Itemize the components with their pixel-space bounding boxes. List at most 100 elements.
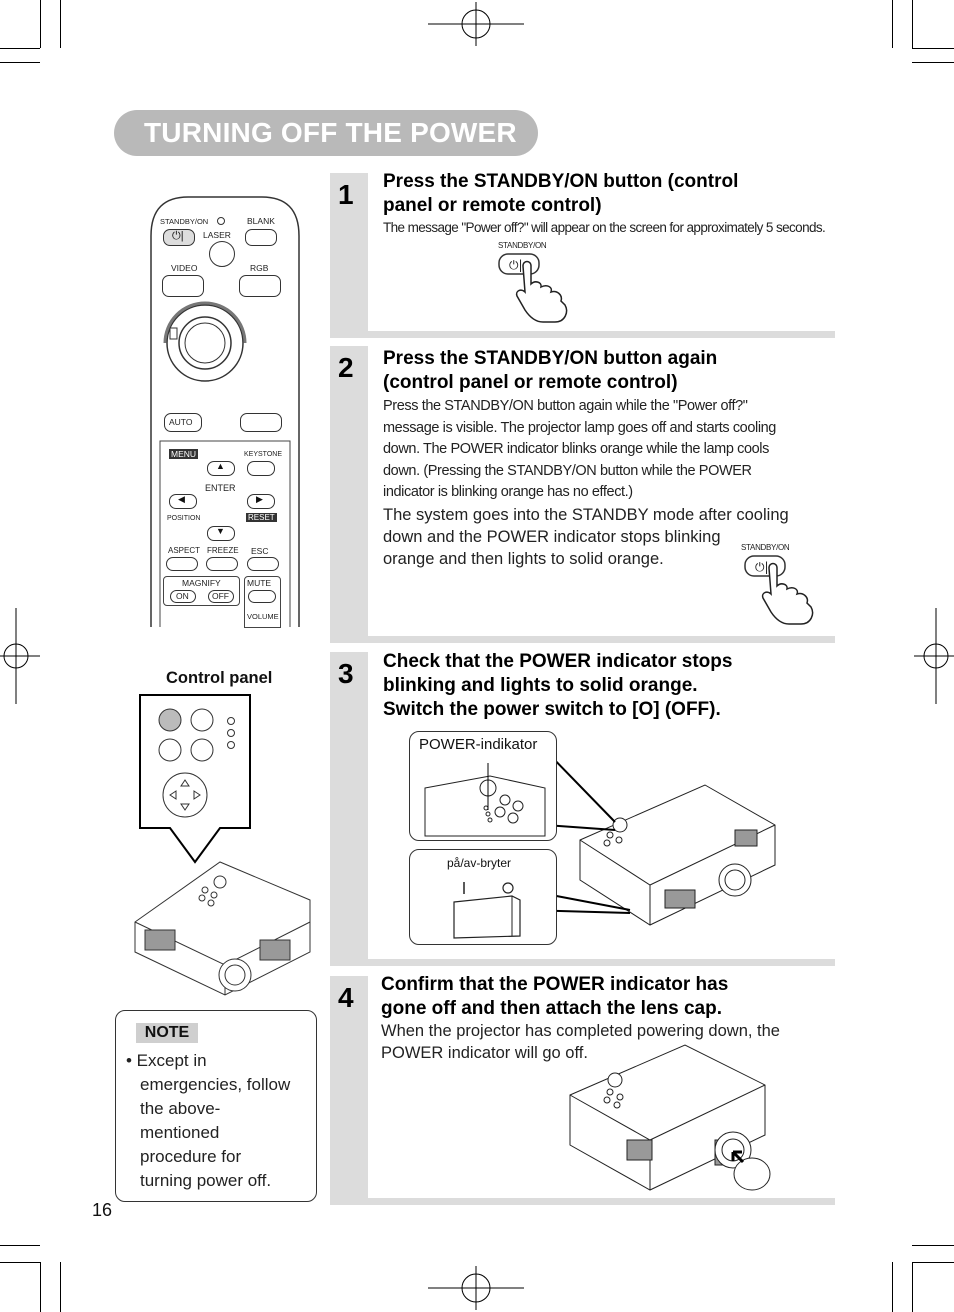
heading-line: Press the STANDBY/ON button (control: [383, 171, 739, 192]
svg-text:⏻|: ⏻|: [509, 258, 523, 272]
left-arrow-icon: ◀: [178, 494, 185, 504]
remote-on-label: ON: [176, 591, 189, 601]
heading-line: Switch the power switch to [O] (OFF).: [383, 699, 721, 720]
step-3-illustration: [524, 749, 776, 926]
body-line: down. (Pressing the STANDBY/ON button wh…: [383, 462, 752, 479]
remote-blank-button[interactable]: [245, 229, 277, 246]
step-2-heading: Press the STANDBY/ON button again (contr…: [383, 347, 717, 395]
remote-position-label: POSITION: [167, 515, 201, 522]
remote-up-button[interactable]: ▲: [207, 461, 235, 476]
power-indicator-label: POWER-indikator: [419, 736, 538, 753]
body-line: Press the STANDBY/ON button again while …: [383, 398, 748, 414]
title-banner: TURNING OFF THE POWER: [114, 110, 538, 156]
remote-freeze-button[interactable]: [206, 557, 238, 571]
remote-left-button[interactable]: ◀: [169, 494, 197, 509]
heading-line: Confirm that the POWER indicator has: [381, 974, 729, 995]
remote-magnify-on-button[interactable]: ON: [170, 590, 196, 603]
laser-indicator-icon: [217, 217, 225, 225]
note-line: turning power off.: [140, 1171, 272, 1190]
remote-magnify-label: MAGNIFY: [182, 578, 221, 588]
remote-auto-label: AUTO: [169, 417, 193, 427]
note-tag: NOTE: [136, 1023, 198, 1043]
remote-video-button[interactable]: [162, 275, 204, 297]
step-4-body: When the projector has completed powerin…: [381, 1020, 831, 1064]
remote-standby-button[interactable]: ⏻|: [163, 229, 195, 246]
remote-reset-label: RESET: [246, 513, 277, 522]
control-panel-label: Control panel: [166, 669, 273, 687]
page-number: 16: [92, 1200, 113, 1220]
power-indicator-callout: POWER-indikator: [409, 731, 557, 841]
remote-rgb-label: RGB: [250, 263, 269, 273]
note-text: • Except in emergencies, follow the abov…: [126, 1049, 311, 1193]
hand-pressing-standby-icon: ⏻|: [498, 253, 568, 323]
body-line: indicator is blinking orange has no effe…: [383, 484, 633, 500]
step-number: 2: [338, 352, 354, 383]
step-1: 1: [330, 173, 835, 338]
heading-line: (control panel or remote control): [383, 372, 678, 393]
remote-esc-label: ESC: [251, 546, 269, 556]
remote-right-button[interactable]: ▶: [247, 494, 275, 509]
step-2-button-label: STANDBY/ON: [741, 543, 790, 552]
power-icon: ⏻|: [172, 230, 184, 242]
step-1-body: The message "Power off?" will appear on …: [383, 220, 826, 235]
remote-magnify-group: [163, 576, 240, 606]
remote-rgb-button[interactable]: [239, 275, 281, 297]
note-line: mentioned: [140, 1123, 220, 1142]
heading-line: panel or remote control): [383, 195, 602, 216]
heading-line: Press the STANDBY/ON button again: [383, 348, 718, 369]
remote-auto-button[interactable]: AUTO: [164, 413, 202, 432]
remote-volume-label: VOLUME: [247, 612, 279, 621]
control-panel-illustration: [134, 694, 311, 996]
step-number: 3: [338, 658, 354, 689]
remote-mouse-button[interactable]: [240, 413, 282, 432]
power-switch-callout: på/av-bryter: [409, 849, 557, 945]
remote-keystone-label: KEYSTONE: [244, 451, 282, 458]
body-line: When the projector has completed powerin…: [381, 1022, 780, 1040]
step-number: 1: [338, 179, 354, 210]
power-indicator-detail: [424, 763, 546, 837]
power-switch-label: på/av-bryter: [447, 856, 512, 870]
hand-pressing-standby-icon: ⏻|: [744, 555, 814, 625]
projector-with-lens-cap-illustration: [569, 1044, 771, 1191]
step-3-heading: Check that the POWER indicator stops bli…: [383, 650, 732, 722]
step-4-heading: Confirm that the POWER indicator has gon…: [381, 973, 728, 1021]
remote-blank-label: BLANK: [247, 216, 275, 226]
remote-video-label: VIDEO: [171, 263, 198, 273]
svg-text:⏻|: ⏻|: [755, 560, 769, 574]
remote-off-label: OFF: [212, 591, 229, 601]
heading-line: gone off and then attach the lens cap.: [381, 998, 722, 1019]
remote-keystone-button[interactable]: [247, 461, 275, 476]
note-line: • Except in: [126, 1051, 207, 1070]
remote-freeze-label: FREEZE: [207, 546, 239, 555]
body-line: down. The POWER indicator blinks orange …: [383, 441, 769, 457]
body-line: The system goes into the STANDBY mode af…: [383, 506, 789, 524]
remote-menu-label: MENU: [169, 449, 199, 459]
remote-mute-label: MUTE: [247, 578, 272, 588]
remote-magnify-off-button[interactable]: OFF: [208, 590, 234, 603]
down-arrow-icon: ▼: [216, 526, 225, 536]
remote-aspect-label: ASPECT: [168, 546, 201, 555]
step-1-heading: Press the STANDBY/ON button (control pan…: [383, 170, 738, 218]
note-line: emergencies, follow: [140, 1075, 291, 1094]
step-2: 2: [330, 346, 835, 643]
right-arrow-icon: ▶: [256, 494, 263, 504]
remote-laser-button[interactable]: [209, 241, 235, 267]
page-title: TURNING OFF THE POWER: [144, 117, 517, 148]
note-box: NOTE • Except in emergencies, follow the…: [115, 1010, 317, 1202]
remote-mute-group: [244, 576, 281, 628]
remote-enter-label: ENTER: [205, 483, 236, 493]
step-number: 4: [338, 982, 354, 1013]
remote-esc-button[interactable]: [247, 557, 279, 571]
body-line: down and the POWER indicator stops blink…: [383, 528, 721, 546]
up-arrow-icon: ▲: [216, 461, 225, 471]
heading-line: blinking and lights to solid orange.: [383, 675, 698, 696]
note-line: procedure for: [140, 1147, 242, 1166]
power-switch-icon: [453, 882, 521, 939]
step-2-body: Press the STANDBY/ON button again while …: [383, 396, 833, 504]
remote-laser-label: LASER: [203, 230, 231, 240]
remote-aspect-button[interactable]: [166, 557, 198, 571]
remote-mute-button[interactable]: [248, 590, 276, 603]
body-line: POWER indicator will go off.: [381, 1044, 588, 1062]
remote-down-button[interactable]: ▼: [207, 526, 235, 541]
